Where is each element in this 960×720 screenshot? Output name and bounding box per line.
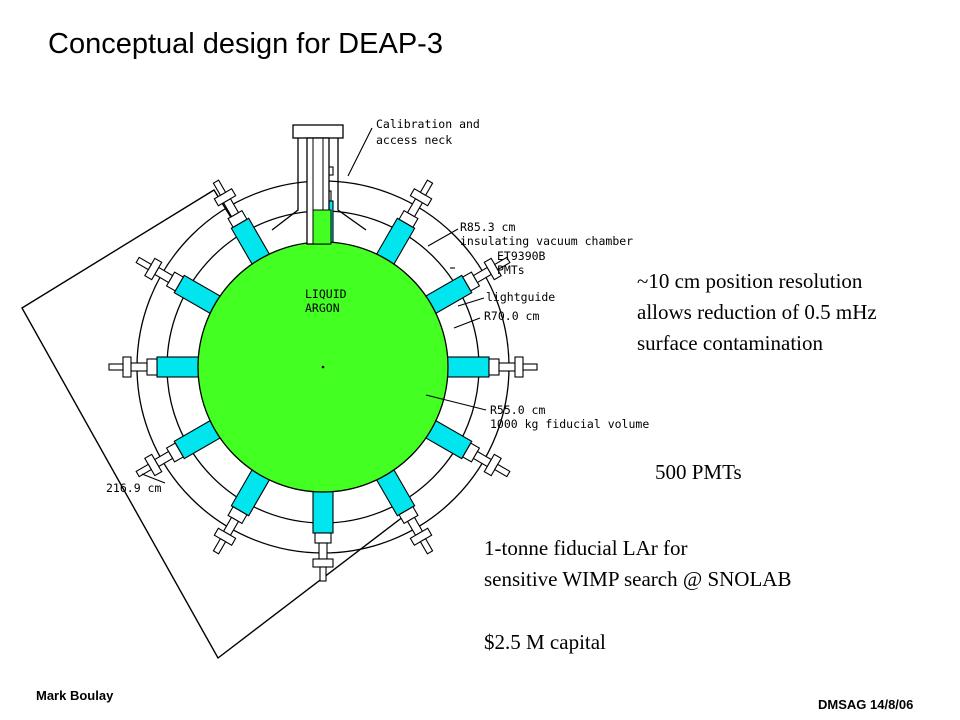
meeting-footer: DMSAG 14/8/06 bbox=[818, 697, 914, 712]
calibration-neck bbox=[271, 124, 367, 245]
leader-lines bbox=[141, 127, 487, 484]
pmt-assembly bbox=[108, 356, 204, 378]
pmt-base bbox=[212, 537, 227, 555]
pmt-assembly bbox=[373, 179, 434, 269]
pmt-base bbox=[135, 463, 153, 478]
lightguide bbox=[312, 486, 334, 534]
pmt-assembly bbox=[212, 179, 273, 269]
pmt-base bbox=[514, 356, 524, 378]
pmt-base bbox=[419, 179, 434, 197]
pmt-base bbox=[488, 358, 500, 376]
pmt-base bbox=[498, 362, 516, 372]
pmt-base bbox=[135, 256, 153, 271]
fiducial-mass-note: 1-tonne fiducial LAr for sensitive WIMP … bbox=[484, 536, 792, 591]
pmt-assembly bbox=[421, 417, 511, 478]
page-title: Conceptual design for DEAP-3 bbox=[48, 28, 443, 60]
lightguide bbox=[442, 356, 490, 378]
vacuum-chamber-label: R85.3 cm insulating vacuum chamber bbox=[460, 220, 633, 248]
pmt-assembly bbox=[312, 486, 334, 582]
pmt-base bbox=[122, 356, 132, 378]
pmt-assembly bbox=[442, 356, 538, 378]
lightguide bbox=[156, 356, 204, 378]
pmt-base bbox=[212, 179, 227, 197]
fiducial-label: R55.0 cm 1000 kg fiducial volume bbox=[490, 403, 649, 431]
pmt-assembly bbox=[135, 417, 225, 478]
pmt-base bbox=[522, 363, 538, 371]
pmt-base bbox=[493, 256, 511, 271]
pmt-base bbox=[319, 566, 327, 582]
pmt-base bbox=[314, 532, 332, 544]
pmt-base bbox=[146, 358, 158, 376]
r70-label: R70.0 cm bbox=[484, 309, 539, 323]
author-footer: Mark Boulay bbox=[36, 688, 114, 703]
neck-label: Calibration and access neck bbox=[376, 117, 487, 147]
pmt-base bbox=[108, 363, 124, 371]
pmt-assembly bbox=[373, 465, 434, 555]
pmt-base bbox=[318, 542, 328, 560]
outer-dimension-label: 216.9 cm bbox=[106, 481, 161, 495]
lightguide-label: lightguide bbox=[486, 290, 555, 304]
center-dot bbox=[321, 365, 325, 369]
pmt-base bbox=[312, 558, 334, 568]
position-resolution-note: ~10 cm position resolution allows reduct… bbox=[637, 269, 877, 355]
pmt-assembly bbox=[212, 465, 273, 555]
argon-label: LIQUID ARGON bbox=[305, 287, 353, 315]
pmt-base bbox=[419, 537, 434, 555]
pmt-model-label: ET9390B PMTs bbox=[497, 249, 552, 277]
pmt-assembly bbox=[135, 256, 225, 317]
pmt-base bbox=[493, 463, 511, 478]
pmt-count-note: 500 PMTs bbox=[655, 460, 742, 484]
capital-cost-note: $2.5 M capital bbox=[484, 630, 606, 654]
pmt-assembly bbox=[421, 256, 511, 317]
pmt-base bbox=[130, 362, 148, 372]
